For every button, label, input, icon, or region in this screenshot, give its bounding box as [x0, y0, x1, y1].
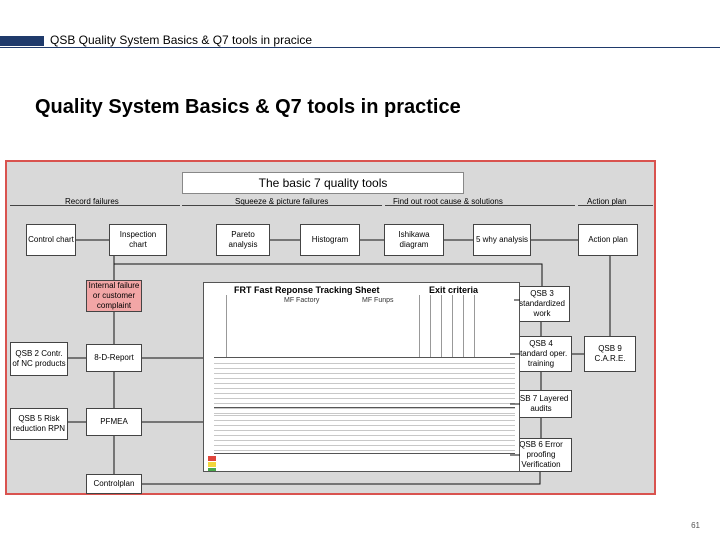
header-rule	[0, 47, 720, 48]
section-divider-4	[578, 205, 653, 206]
tools-band-title: The basic 7 quality tools	[182, 172, 464, 194]
tool-inspection-chart[interactable]: Inspection chart	[109, 224, 167, 256]
page-title: Quality System Basics & Q7 tools in prac…	[35, 96, 461, 118]
sheet-section-rule	[214, 407, 515, 408]
internal-failure-box[interactable]: Internal failure or customer complaint	[86, 280, 142, 312]
sheet-header-rule	[214, 357, 515, 358]
sheet-column-line	[452, 295, 453, 357]
sheet-grid-lower	[214, 411, 515, 451]
tool-ishikawa-diagram[interactable]: Ishikawa diagram	[384, 224, 444, 256]
section-divider-1	[10, 205, 180, 206]
sheet-column-line	[419, 295, 420, 357]
qsb9-box[interactable]: QSB 9 C.A.R.E.	[584, 336, 636, 372]
tool-histogram[interactable]: Histogram	[300, 224, 360, 256]
qsb7-box[interactable]: QSB 7 Layered audits	[510, 390, 572, 418]
sheet-grid-upper	[214, 359, 515, 414]
qsb5-box[interactable]: QSB 5 Risk reduction RPN	[10, 408, 68, 440]
section-find-root-cause: Find out root cause & solutions	[393, 197, 503, 206]
header-accent-bar	[0, 36, 44, 46]
section-divider-2	[182, 205, 382, 206]
sheet-sub-group: MF Funps	[362, 297, 394, 304]
status-green-swatch	[208, 468, 216, 471]
section-action-plan: Action plan	[587, 197, 627, 206]
header-title: QSB Quality System Basics & Q7 tools in …	[50, 33, 313, 47]
qsb4-box[interactable]: QSB 4 Standard oper. training	[510, 336, 572, 372]
tool-five-why-analysis[interactable]: 5 why analysis	[473, 224, 531, 256]
section-squeeze-failures: Squeeze & picture failures	[235, 197, 329, 206]
tool-control-chart[interactable]: Control chart	[26, 224, 76, 256]
sheet-column-line	[226, 295, 227, 357]
qsb3-box[interactable]: QSB 3 standardized work	[514, 286, 570, 322]
sheet-title: FRT Fast Reponse Tracking Sheet	[234, 285, 380, 295]
status-yellow-swatch	[208, 462, 216, 467]
sheet-column-line	[463, 295, 464, 357]
sheet-exit-criteria: Exit criteria	[429, 285, 479, 295]
sheet-column-line	[430, 295, 431, 357]
eight-d-report-box[interactable]: 8-D-Report	[86, 344, 142, 372]
sheet-legend-rule	[214, 453, 515, 454]
frt-tracking-sheet: FRT Fast Reponse Tracking Sheet Exit cri…	[203, 282, 520, 472]
pfmea-box[interactable]: PFMEA	[86, 408, 142, 436]
tool-action-plan[interactable]: Action plan	[578, 224, 638, 256]
sheet-column-line	[474, 295, 475, 357]
sheet-column-line	[441, 295, 442, 357]
status-red-swatch	[208, 456, 216, 461]
section-record-failures: Record failures	[65, 197, 119, 206]
qsb2-box[interactable]: QSB 2 Contr. of NC products	[10, 342, 68, 376]
sheet-sub-factory: MF Factory	[284, 297, 320, 304]
section-divider-3	[385, 205, 575, 206]
tool-pareto-analysis[interactable]: Pareto analysis	[216, 224, 270, 256]
controlplan-box[interactable]: Controlplan	[86, 474, 142, 494]
page-number: 61	[691, 521, 700, 530]
